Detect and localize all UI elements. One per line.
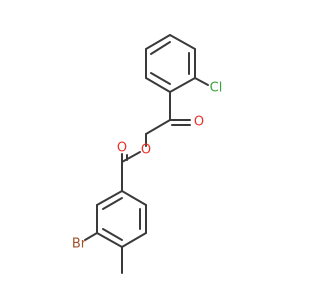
ketone-oxygen-label: O <box>194 115 204 130</box>
bond-o-ester-c <box>121 151 141 163</box>
bromomethylphenyl-ring <box>96 190 147 248</box>
bond-inner <box>150 72 171 85</box>
bond-c-cl <box>194 77 209 86</box>
bond <box>96 190 123 206</box>
chlorine-label: Cl <box>210 81 223 96</box>
bromine-label: Br <box>72 237 87 252</box>
structure-canvas: Cl O O O Br <box>72 34 223 274</box>
bond <box>169 34 196 50</box>
bond-inner <box>150 41 171 55</box>
bond-inner <box>102 197 123 210</box>
bond-c-br <box>84 232 98 241</box>
chlorophenyl-ring <box>145 34 196 93</box>
bond <box>169 77 196 93</box>
bond <box>145 77 171 93</box>
bond <box>121 190 147 206</box>
carbonyl-oxygen-label: O <box>117 141 127 156</box>
bond-carbonyl-ch2 <box>145 119 171 135</box>
chemical-structure-diagram: Cl O O O Br <box>72 34 223 274</box>
bond-inner <box>102 228 123 241</box>
bond <box>96 232 123 248</box>
bond <box>145 34 171 50</box>
ester-oxygen-label: O <box>141 143 151 158</box>
bond <box>121 232 147 248</box>
